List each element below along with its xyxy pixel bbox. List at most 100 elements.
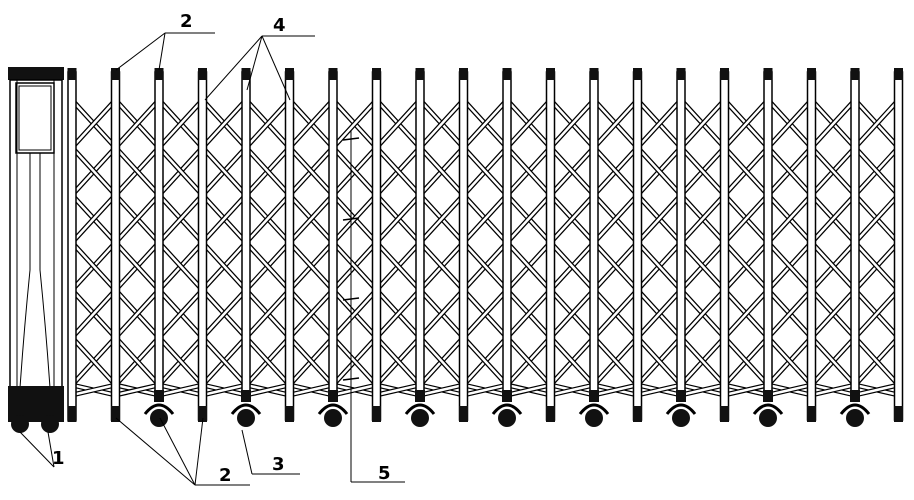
gate-bar [502, 71, 512, 396]
lattice-link-inner [723, 289, 770, 386]
wheel-fork [839, 403, 871, 415]
lattice-link-inner [418, 194, 465, 291]
lattice-link-inner [332, 194, 379, 291]
gate-bar [154, 71, 164, 396]
lattice-link-outer [590, 193, 640, 292]
lattice-link-inner [853, 289, 900, 386]
lattice-link-outer [373, 288, 422, 387]
lattice-link-inner [548, 194, 595, 291]
lattice-link-outer [721, 98, 770, 197]
lattice-link-outer [329, 98, 379, 197]
lattice-link-inner [854, 289, 901, 386]
lattice-link-inner [592, 99, 639, 196]
gate-wheels [143, 390, 871, 427]
lattice-link-inner [680, 289, 727, 386]
lattice-link-outer [766, 193, 815, 292]
lattice-link-outer [547, 98, 596, 197]
lattice-link-inner [245, 99, 292, 196]
lattice-link-inner [593, 383, 638, 397]
lattice-link-outer [331, 98, 380, 197]
gate-bar-top-cap [328, 68, 338, 80]
lattice-link-inner [593, 289, 640, 386]
lattice-link-inner [157, 194, 204, 291]
lattice-link-inner [635, 99, 682, 196]
wheel [759, 409, 777, 427]
lattice-link-outer [374, 193, 424, 292]
lattice-link-outer [808, 193, 857, 292]
gate-bar [328, 71, 338, 396]
lattice-link-outer [460, 193, 509, 292]
lattice-link-inner [245, 383, 290, 397]
lattice-link-outer [677, 98, 727, 197]
lattice-link-inner [593, 99, 640, 196]
lattice-link-outer [113, 288, 163, 387]
wheel-fork [230, 403, 262, 415]
gate-bar-top-cap [807, 68, 816, 80]
wheel [150, 409, 168, 427]
lattice-link-outer [416, 98, 466, 197]
lattice-link-outer [853, 98, 902, 197]
lattice-link-outer [851, 193, 901, 292]
lattice-link-outer [244, 98, 293, 197]
drive-housing [8, 67, 64, 433]
lattice-link-inner [287, 194, 334, 291]
lattice-link-inner [114, 99, 161, 196]
lattice-link-inner [201, 289, 248, 386]
lattice-link-outer [460, 98, 509, 197]
lattice-link-outer [505, 98, 554, 197]
lattice-link-inner [113, 289, 160, 386]
lattice-link-inner [157, 99, 204, 196]
gate-bar-bottom-cap [67, 406, 77, 422]
lattice-link-outer [416, 288, 466, 387]
callout-2-top: 2 [180, 11, 193, 32]
leader-lines [19, 32, 405, 486]
lattice-link-outer [416, 193, 466, 292]
lattice-link-inner [70, 289, 117, 386]
lattice-link-inner [288, 194, 335, 291]
gate-bar-bottom-cap [807, 406, 816, 422]
lattice-link-inner [635, 289, 682, 386]
wheel-bracket [589, 390, 599, 402]
wheel [585, 409, 603, 427]
gate-bar-top-cap [372, 68, 381, 80]
gate-bar [110, 71, 121, 421]
lattice-link-inner [722, 194, 769, 291]
lattice-link-inner [724, 383, 769, 397]
lattice-link-outer [374, 98, 424, 197]
lattice-link-outer [505, 288, 554, 387]
lattice-link-outer [503, 193, 553, 292]
lattice-link-inner [811, 383, 856, 397]
lattice-link-outer [155, 193, 205, 292]
gate-bar-top-cap [633, 68, 642, 80]
gate-bar [850, 71, 860, 396]
lattice-link-outer [590, 98, 640, 197]
wheel-fork [491, 403, 523, 415]
lattice-link-inner [680, 99, 727, 196]
lattice-link-inner [375, 289, 422, 386]
lattice-link-inner [550, 383, 595, 397]
lattice-link-outer [199, 193, 248, 292]
gate-bar [719, 71, 730, 421]
lattice-link-inner [419, 383, 464, 397]
lattice-link-outer [418, 98, 467, 197]
wheel [411, 409, 429, 427]
lattice-link-inner [853, 99, 900, 196]
lattice-link-inner [506, 289, 553, 386]
gate-bar [893, 71, 904, 421]
gate-bar-bottom-cap [111, 406, 120, 422]
lattice-link-outer [68, 193, 118, 292]
lattice-link-inner [854, 383, 899, 397]
lattice-link-outer [634, 288, 683, 387]
lattice-link-inner [158, 383, 203, 397]
gate-bar-bottom-cap [894, 406, 903, 422]
housing-window [15, 82, 55, 154]
lattice-link-inner [505, 289, 552, 386]
lattice-link-outer [70, 288, 119, 387]
lattice-link-outer [634, 193, 683, 292]
lattice-link-outer [200, 193, 250, 292]
gate-bar [589, 71, 599, 396]
lattice-link-inner [157, 289, 204, 386]
gate-bar [284, 71, 295, 421]
lattice-link-outer [199, 98, 248, 197]
lattice-link-outer [677, 288, 727, 387]
